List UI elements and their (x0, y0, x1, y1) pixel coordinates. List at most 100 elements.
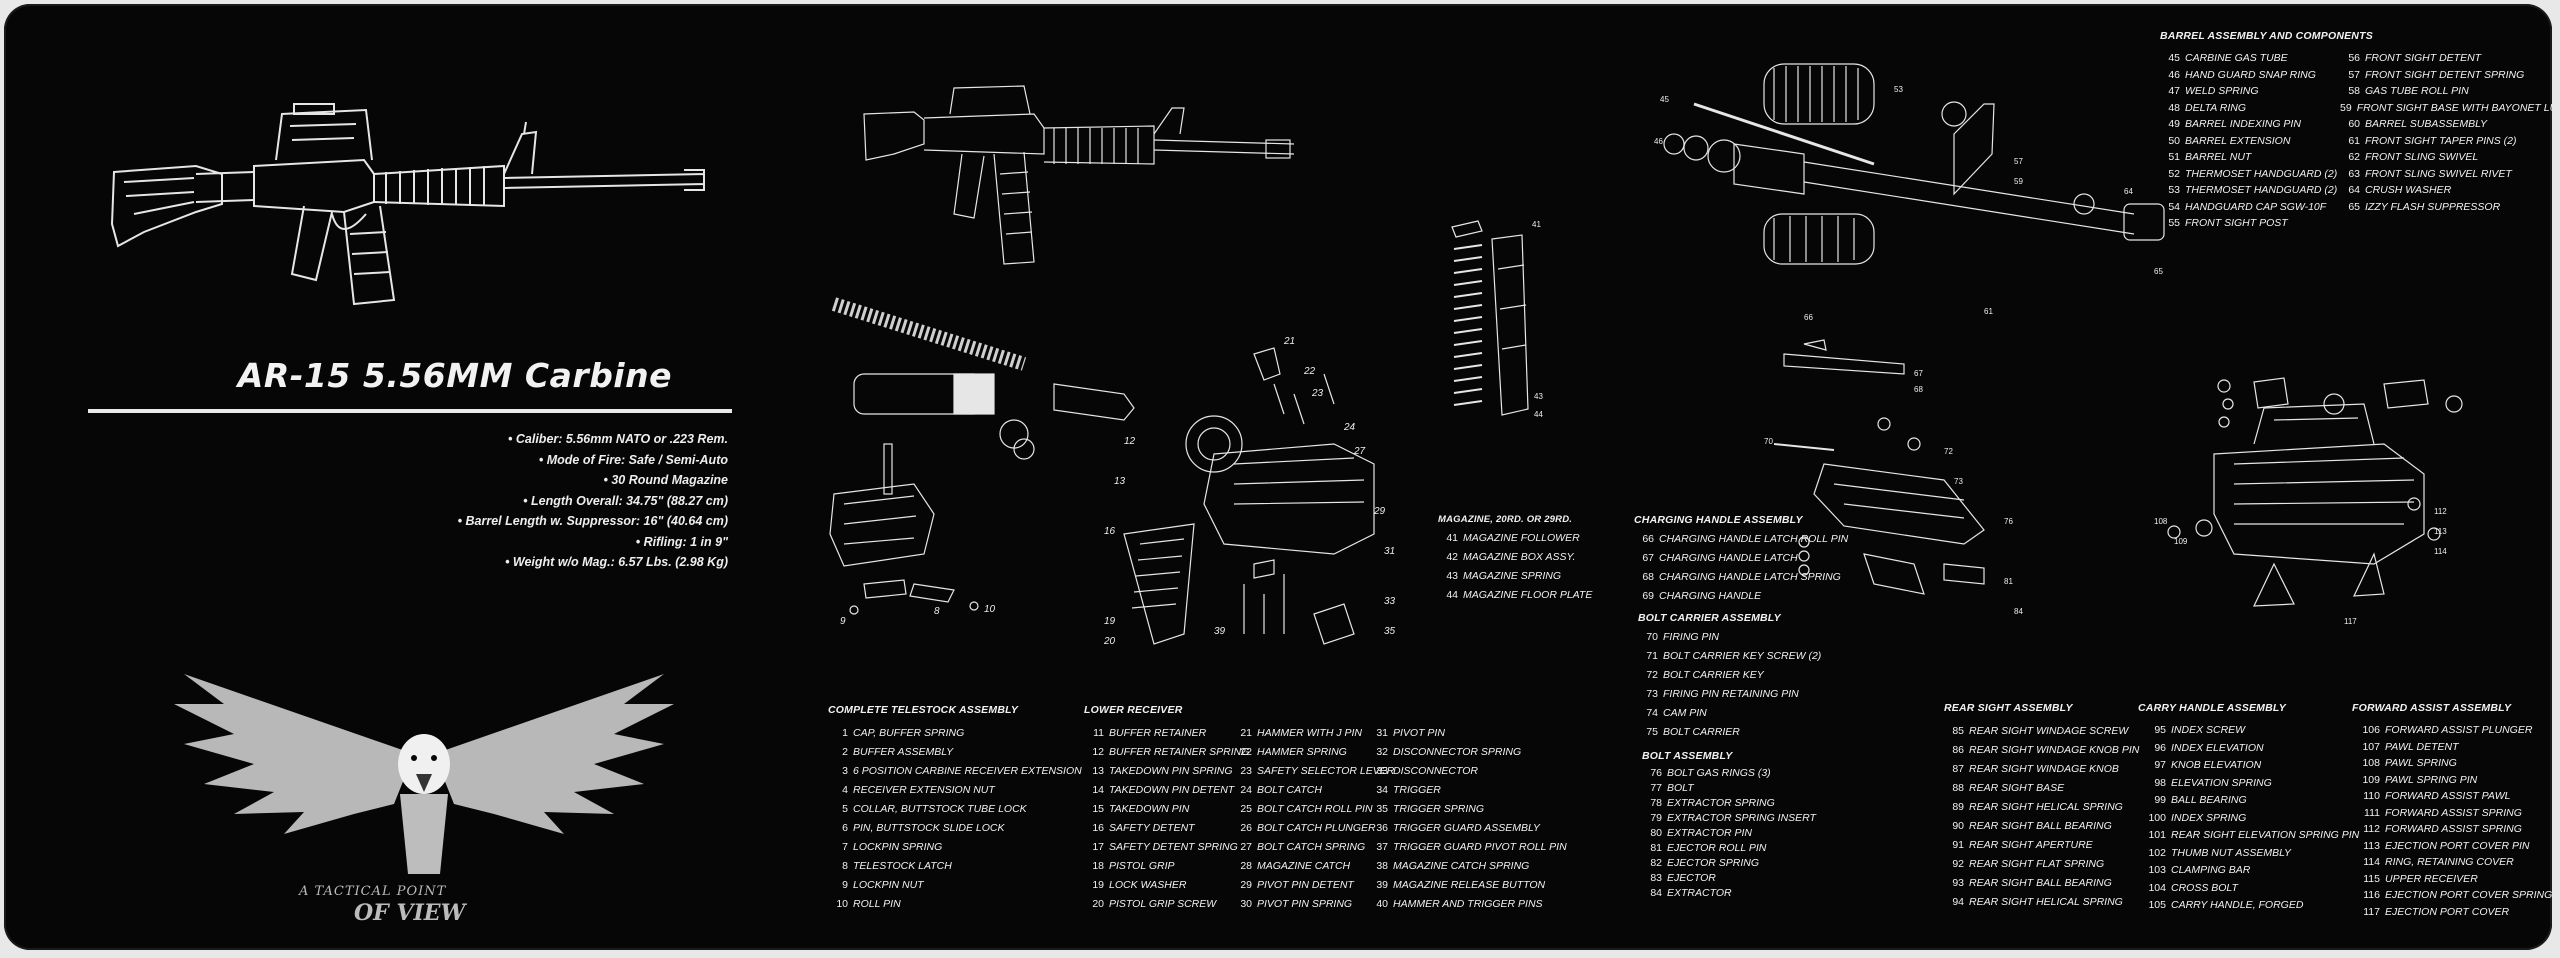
svg-text:43: 43 (1534, 392, 1543, 401)
section-heading: MAGAZINE, 20RD. OR 29RD. (1438, 514, 1573, 525)
svg-text:53: 53 (1894, 85, 1903, 94)
spec-line: • Barrel Length w. Suppressor: 16" (40.6… (457, 514, 728, 528)
svg-text:41: 41 (1532, 220, 1541, 229)
svg-text:108: 108 (2154, 517, 2168, 526)
svg-text:39: 39 (1214, 626, 1226, 637)
section-heading: CARRY HANDLE ASSEMBLY (2138, 702, 2286, 714)
spec-line: • Rifling: 1 in 9" (635, 534, 728, 549)
svg-text:21: 21 (1283, 336, 1295, 347)
svg-text:31: 31 (1384, 546, 1395, 557)
eagle-logo-icon (174, 674, 674, 874)
section-heading: COMPLETE TELESTOCK ASSEMBLY (828, 704, 1019, 716)
rifle-side-view (863, 85, 1295, 265)
gun-cleaning-mat: AR-15 5.56MM Carbine • Caliber: 5.56mm N… (4, 4, 2552, 950)
spec-line: • Mode of Fire: Safe / Semi-Auto (538, 452, 728, 467)
svg-text:76: 76 (2004, 517, 2013, 526)
svg-text:66: 66 (1804, 313, 1813, 322)
svg-text:20: 20 (1103, 636, 1116, 647)
svg-text:16: 16 (1104, 526, 1116, 537)
svg-text:61: 61 (1984, 307, 1993, 316)
svg-text:64: 64 (2124, 187, 2133, 196)
section-heading: REAR SIGHT ASSEMBLY (1944, 702, 2073, 714)
svg-text:73: 73 (1954, 477, 1963, 486)
svg-text:23: 23 (1311, 388, 1324, 399)
spec-line: • Weight w/o Mag.: 6.57 Lbs. (2.98 Kg) (505, 555, 728, 569)
specifications-list: • Caliber: 5.56mm NATO or .223 Rem. • Mo… (458, 429, 728, 573)
spec-line: • 30 Round Magazine (603, 473, 728, 487)
svg-text:9: 9 (840, 616, 846, 627)
svg-text:113: 113 (2434, 527, 2447, 536)
logo-tagline-large: OF VIEW (354, 900, 466, 926)
